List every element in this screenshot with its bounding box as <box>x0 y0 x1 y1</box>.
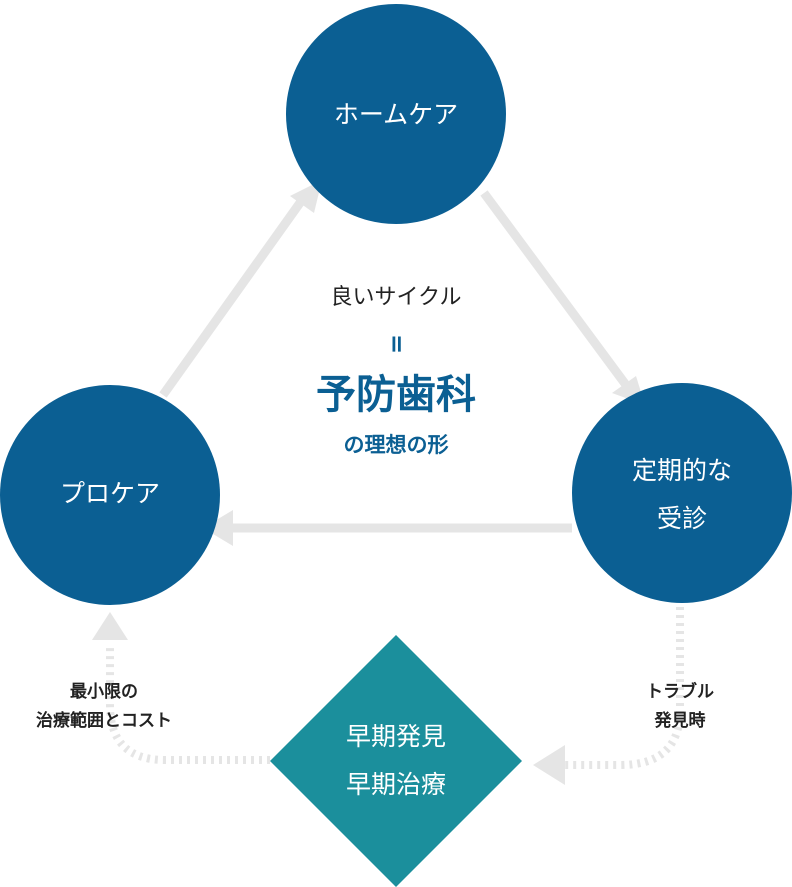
trouble-label: トラブル 発見時 <box>646 681 714 731</box>
center-heading: 良いサイクル = 予防歯科 の理想の形 <box>316 285 476 457</box>
regular-checkup-node: 定期的な 受診 <box>572 383 792 603</box>
arrow-procare-to-homecare <box>159 197 306 398</box>
trouble-label-line1: トラブル <box>646 681 714 702</box>
minimal-label-line1: 最小限の <box>70 682 138 702</box>
dotted-arrow-head-up <box>92 612 128 640</box>
dotted-path-diamond-to-procare <box>106 648 270 764</box>
equals-sign: = <box>383 334 411 354</box>
regular-checkup-label-line2: 受診 <box>657 504 707 533</box>
minimal-label-line2: 治療範囲とコスト <box>36 710 172 731</box>
dotted-paths <box>92 607 684 785</box>
cycle-arrows <box>159 180 645 546</box>
center-title: 予防歯科 <box>316 372 476 418</box>
arrow-homecare-to-checkup <box>480 190 630 388</box>
center-caption: の理想の形 <box>344 433 449 457</box>
pro-care-label: プロケア <box>60 479 160 508</box>
home-care-node: ホームケア <box>286 4 506 224</box>
diamond-label-line2: 早期治療 <box>346 770 446 799</box>
home-care-label: ホームケア <box>334 100 458 129</box>
dotted-arrow-head-right <box>533 745 565 785</box>
center-subtitle: 良いサイクル <box>331 285 462 310</box>
trouble-label-line2: 発見時 <box>654 710 706 731</box>
regular-checkup-label-line1: 定期的な <box>632 456 732 485</box>
arrow-checkup-to-procare-head <box>203 510 233 546</box>
minimal-cost-label: 最小限の 治療範囲とコスト <box>36 682 172 731</box>
early-detection-diamond: 早期発見 早期治療 <box>270 635 522 887</box>
diamond-label-line1: 早期発見 <box>346 722 446 751</box>
pro-care-node: プロケア <box>0 385 220 605</box>
arrow-procare-to-homecare-head <box>290 180 322 213</box>
